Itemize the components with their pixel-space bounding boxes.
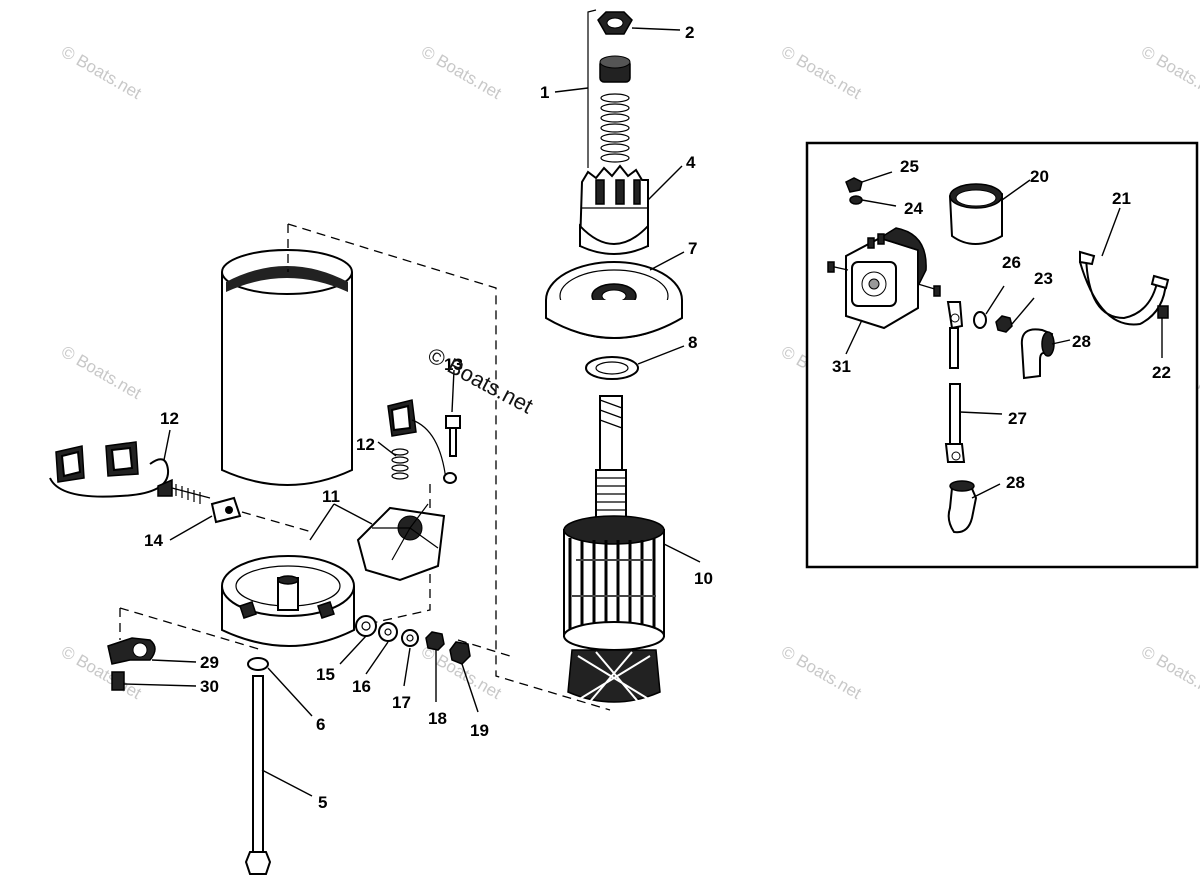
part-22-screw [1157,305,1169,358]
motor-frame-housing [221,249,353,486]
watermark: © Boats.net [778,42,865,103]
part-1-spring [600,93,630,163]
part-12-brush-set-left [49,429,211,504]
callout-17: 17 [392,693,411,712]
part-10-armature [563,395,701,705]
part-4-pinion-drive [578,164,683,255]
part-6-washer [247,657,313,717]
watermark: © Boats.net [1138,642,1200,703]
callout-28: 28 [1072,332,1091,351]
part-14-terminal [169,496,242,541]
callout-8: 8 [688,333,697,352]
callout-20: 20 [1030,167,1049,186]
callout-22: 22 [1152,363,1171,382]
part-12-brush-set-center [377,399,447,481]
part-7-end-cap [545,251,685,339]
terminal-hardware-stack [339,615,479,713]
solenoid-inset-panel [805,141,1199,569]
part-28-boot-lower [947,480,1001,534]
callout-10: 10 [694,569,713,588]
callout-6: 6 [316,715,325,734]
callout-23: 23 [1034,269,1053,288]
callout-14: 14 [144,531,163,550]
part-25-nut [845,171,893,193]
callout-2: 2 [685,23,694,42]
callout-12: 12 [160,409,179,428]
part-21-bracket [1078,207,1170,326]
callout-30: 30 [200,677,219,696]
watermark: © Boats.net [58,342,145,403]
part-1-stop-collar [599,55,631,83]
part-8-thrust-washer [585,345,685,380]
part-24-washer [849,195,897,207]
callout-16: 16 [352,677,371,696]
part-20-cover [948,179,1031,245]
callout-24: 24 [904,199,923,218]
part-26-washer [973,285,1005,329]
callout-labels: 1 2 4 7 8 10 11 12 12 13 14 15 16 17 18 … [144,23,1171,812]
callout-13: 13 [444,355,463,374]
part-13-screw [443,369,461,484]
watermark: © Boats.net [418,42,505,103]
watermark: © Boats.net [1138,42,1200,103]
watermark-main: © Boats.net [424,342,538,418]
callout-7: 7 [688,239,697,258]
callout-31: 31 [832,357,851,376]
part-27-cable [944,301,1003,463]
callout-12: 12 [356,435,375,454]
commutator-end-plate [221,555,355,647]
callout-5: 5 [318,793,327,812]
part-5-through-bolt [244,675,313,875]
callout-27: 27 [1008,409,1027,428]
watermark: © Boats.net [778,642,865,703]
callout-1: 1 [540,83,549,102]
part-29-clamp [107,637,197,665]
part-11-brush-holder [309,503,446,582]
callout-28: 28 [1006,473,1025,492]
part-28-boot-upper [1020,328,1071,380]
callout-4: 4 [686,153,696,172]
callout-29: 29 [200,653,219,672]
part-1-bracket [554,9,597,168]
callout-15: 15 [316,665,335,684]
part-30-screw [111,671,197,691]
callout-11: 11 [322,487,340,506]
callout-18: 18 [428,709,447,728]
callout-19: 19 [470,721,489,740]
watermark: © Boats.net [58,42,145,103]
part-2-nut [597,11,681,35]
assembly-guide-lines [119,223,611,711]
callout-25: 25 [900,157,919,176]
part-31-solenoid [827,227,941,355]
callout-26: 26 [1002,253,1021,272]
part-23-nut [995,297,1035,333]
callout-21: 21 [1112,189,1131,208]
